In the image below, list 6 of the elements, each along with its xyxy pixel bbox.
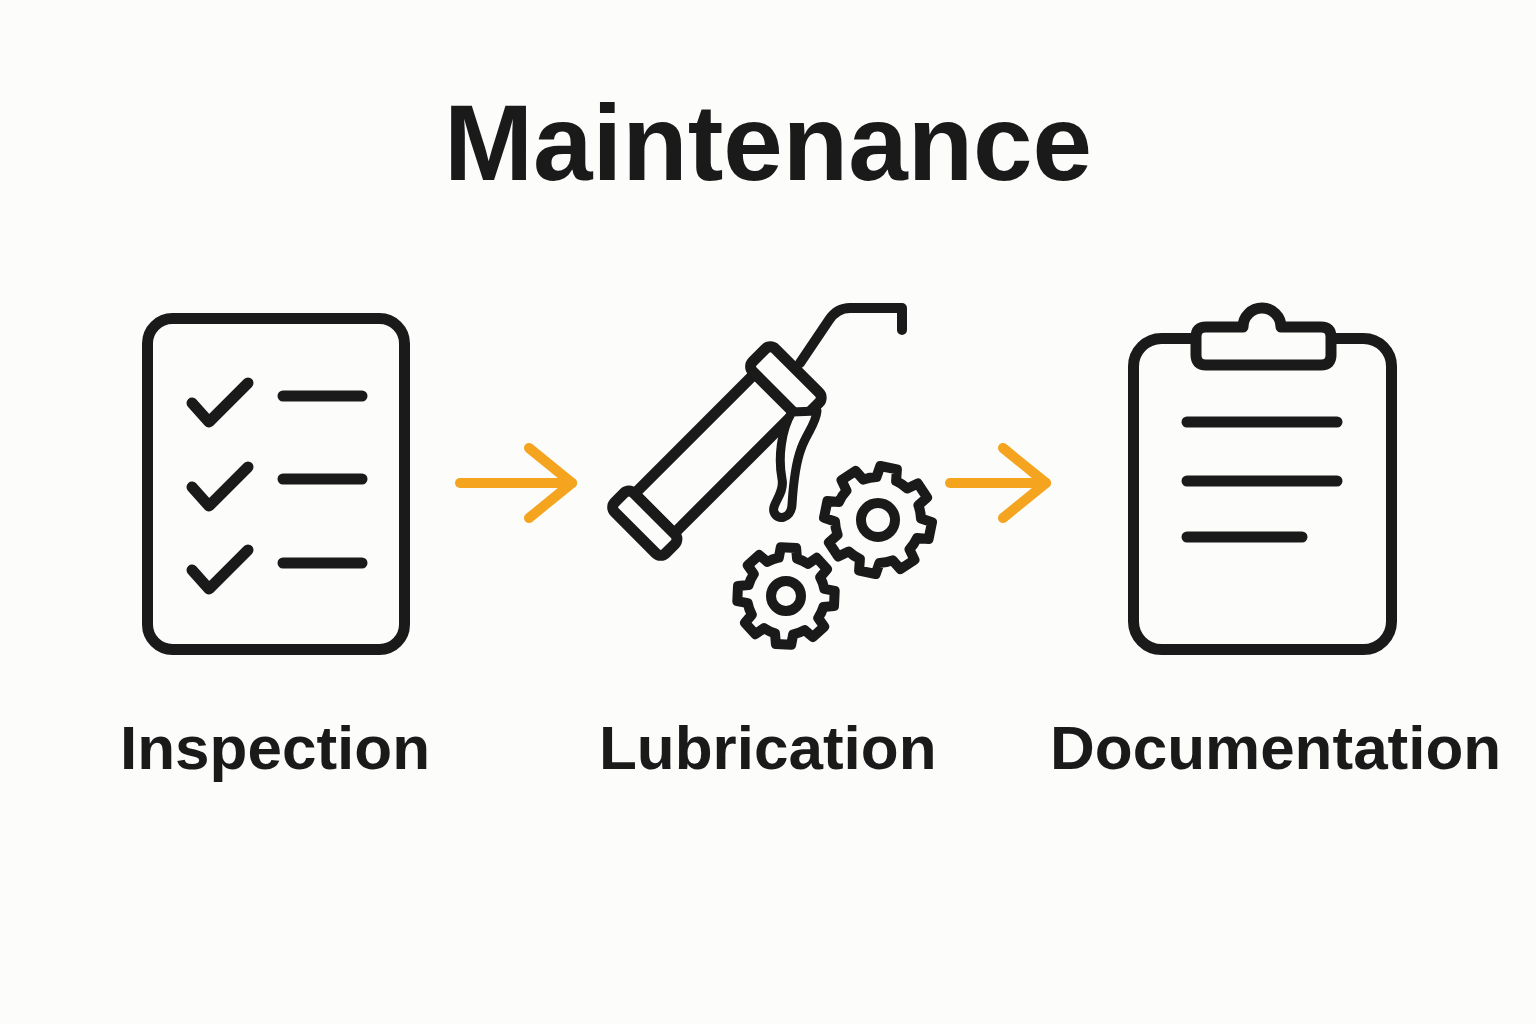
arrow <box>455 443 577 523</box>
step-label: Inspection <box>120 712 431 784</box>
step-label: Lubrication <box>599 712 937 784</box>
diagram-title: Maintenance <box>443 83 1093 203</box>
step-label: Documentation <box>1050 712 1502 784</box>
arrow <box>945 443 1051 523</box>
